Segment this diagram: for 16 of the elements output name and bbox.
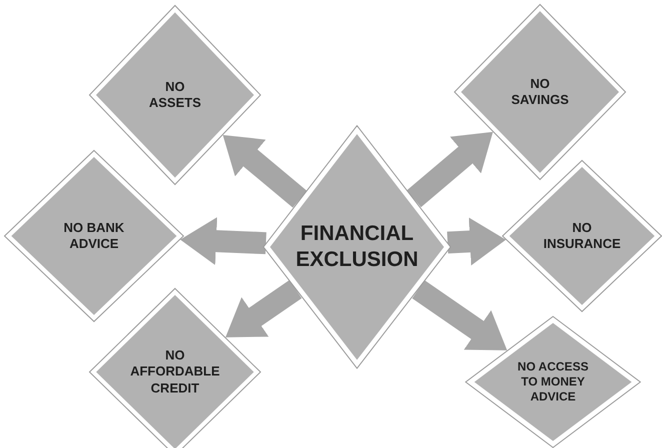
node-label: NO INSURANCE [542,220,622,252]
diamond-node [454,4,626,180]
arrow [447,218,506,266]
node-label: NO ACCESS TO MONEY ADVICE [516,360,590,404]
node-label: FINANCIAL EXCLUSION [294,220,420,273]
node-label: NO AFFORDABLE CREDIT [130,348,220,396]
diamond-node [89,288,261,448]
node-label: NO SAVINGS [510,76,570,108]
diamond-node [465,316,641,448]
arrow [180,217,266,266]
node-label: NO BANK ADVICE [62,220,126,252]
node-label: NO ASSETS [148,78,202,112]
diamond-node [263,125,451,369]
diamond-node [502,160,662,312]
diamond-node [89,5,261,185]
diamond-node [4,150,184,322]
